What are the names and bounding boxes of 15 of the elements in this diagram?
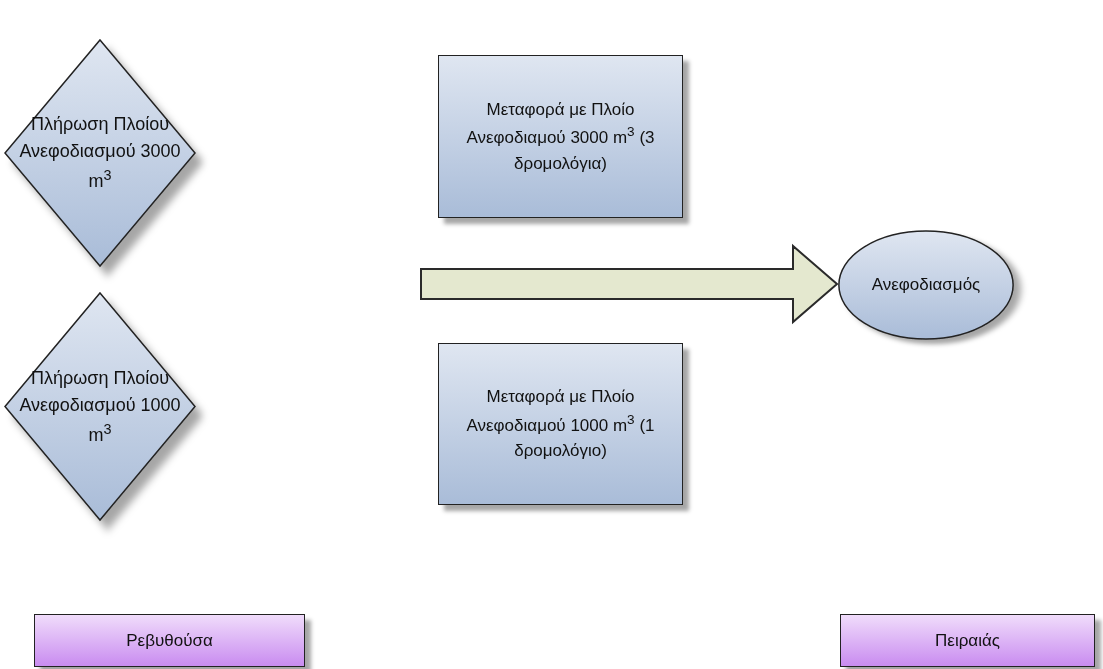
process-box [438,55,683,218]
block-arrow [420,243,839,325]
decision-diamond [5,293,195,520]
ellipse-node [838,230,1014,340]
process-box [34,614,305,667]
node-label: Ρεβυθούσα [125,629,214,652]
decision-diamond [5,40,195,266]
node-label: Μεταφορά με Πλοίο Ανεφοδιαμού 1000 m$^{3}$ (1 δρομολόγιο) [465,386,656,463]
process-box [840,614,1095,667]
node-label: Μεταφορά με Πλοίο Ανεφοδιαμού 3000 m$^{3}$ (3 δρομολόγια) [465,98,656,175]
node-label: Πλήρωση Πλοίου Ανεφοδιασμού 3000 m$^{3}$ [18,113,182,193]
node-label: Πειραιάς [934,629,1001,652]
node-label: Ανεφοδιασμός [870,274,982,297]
node-label: Πλήρωση Πλοίου Ανεφοδιασμού 1000 m$^{3}$ [18,366,182,447]
process-box [438,343,683,505]
